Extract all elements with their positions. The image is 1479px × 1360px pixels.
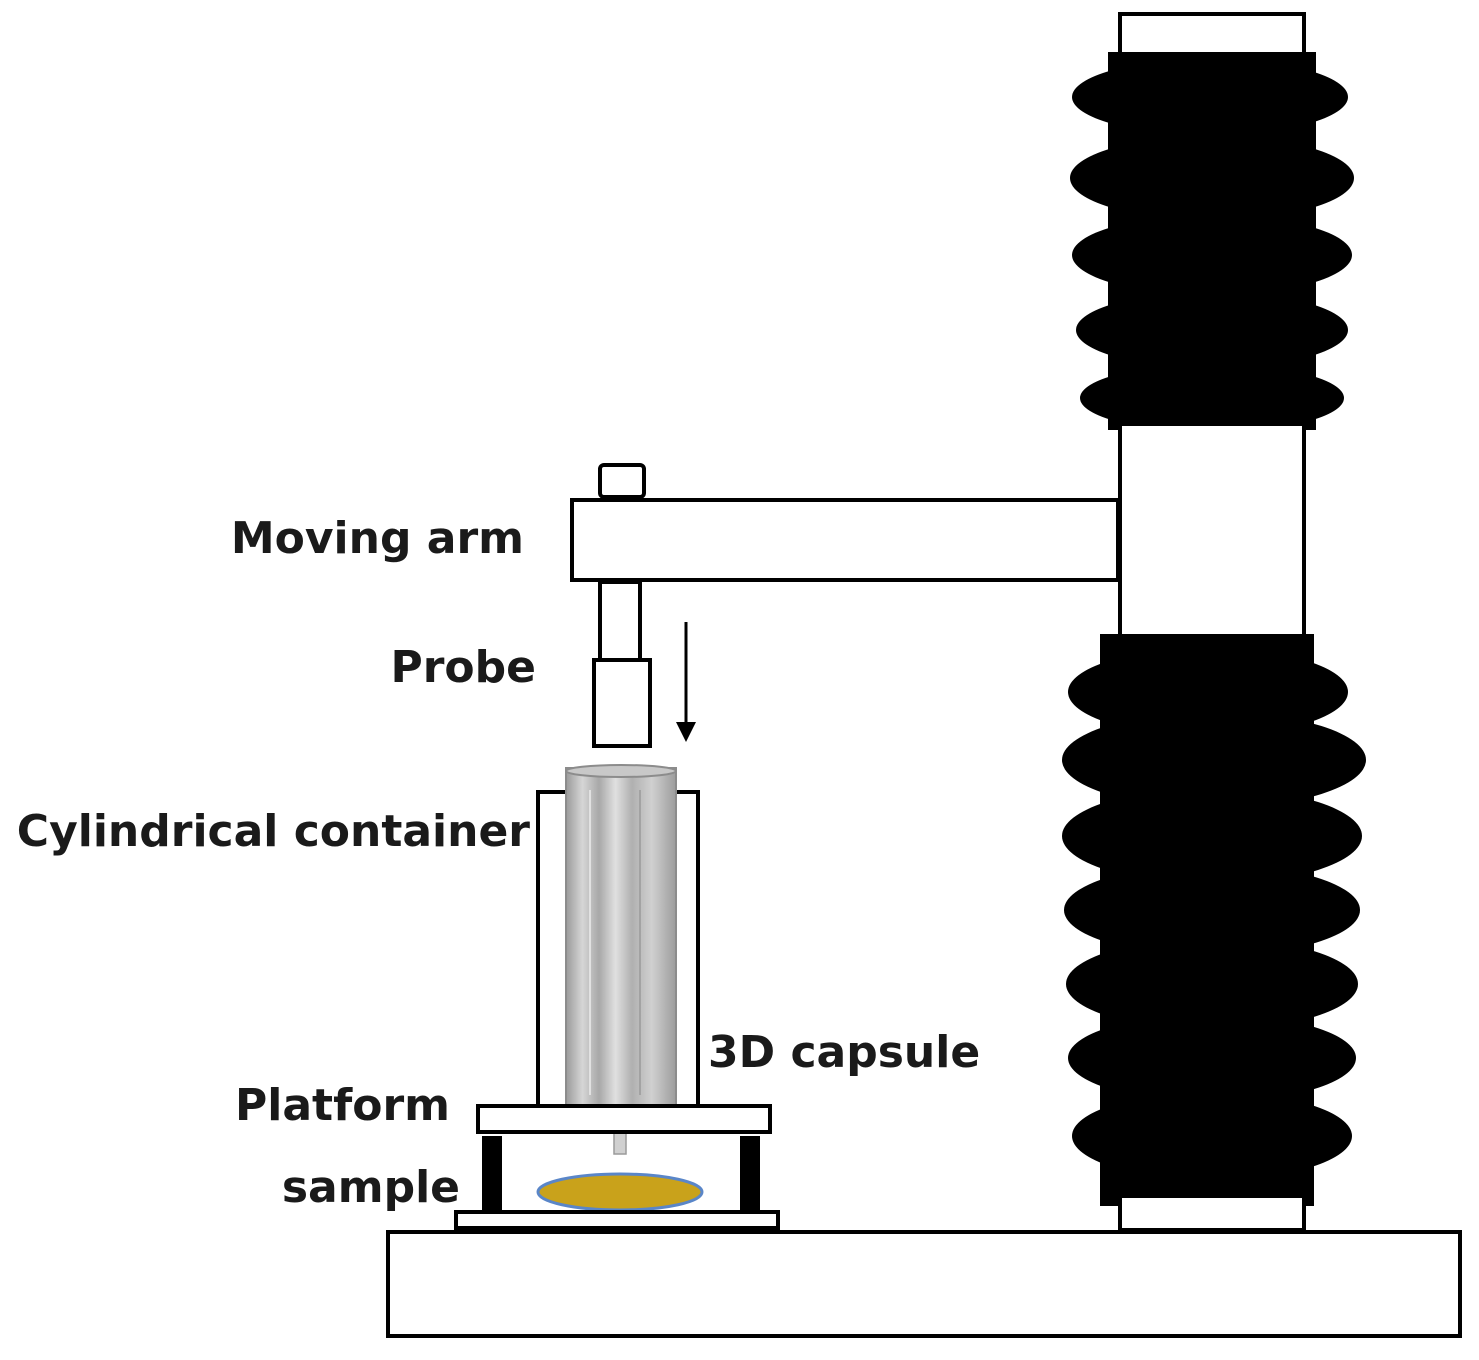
probe-shaft (598, 580, 642, 664)
platform-top-plate (476, 1104, 772, 1134)
label-platform: Platform (235, 1080, 450, 1131)
lower-bellows (1062, 634, 1366, 1206)
column-bottom-foot (1118, 1194, 1306, 1232)
capsule-3d (565, 764, 677, 1155)
platform-leg-left (482, 1136, 502, 1212)
arm-knob (598, 463, 646, 499)
platform-base-plate (454, 1210, 780, 1230)
probe-head (592, 658, 652, 748)
column-top-cap (1118, 12, 1306, 60)
base-plate (386, 1230, 1462, 1338)
column-middle-section (1118, 422, 1306, 642)
label-sample: sample (282, 1162, 460, 1213)
label-moving-arm: Moving arm (231, 513, 524, 564)
label-probe: Probe (390, 642, 536, 693)
upper-bellows (1070, 52, 1354, 432)
label-cylindrical-container: Cylindrical container (17, 806, 531, 857)
moving-arm (570, 498, 1120, 582)
platform-leg-right (740, 1136, 760, 1212)
sample-disc (536, 1172, 704, 1212)
down-arrow (676, 622, 696, 742)
label-3d-capsule: 3D capsule (708, 1027, 980, 1078)
